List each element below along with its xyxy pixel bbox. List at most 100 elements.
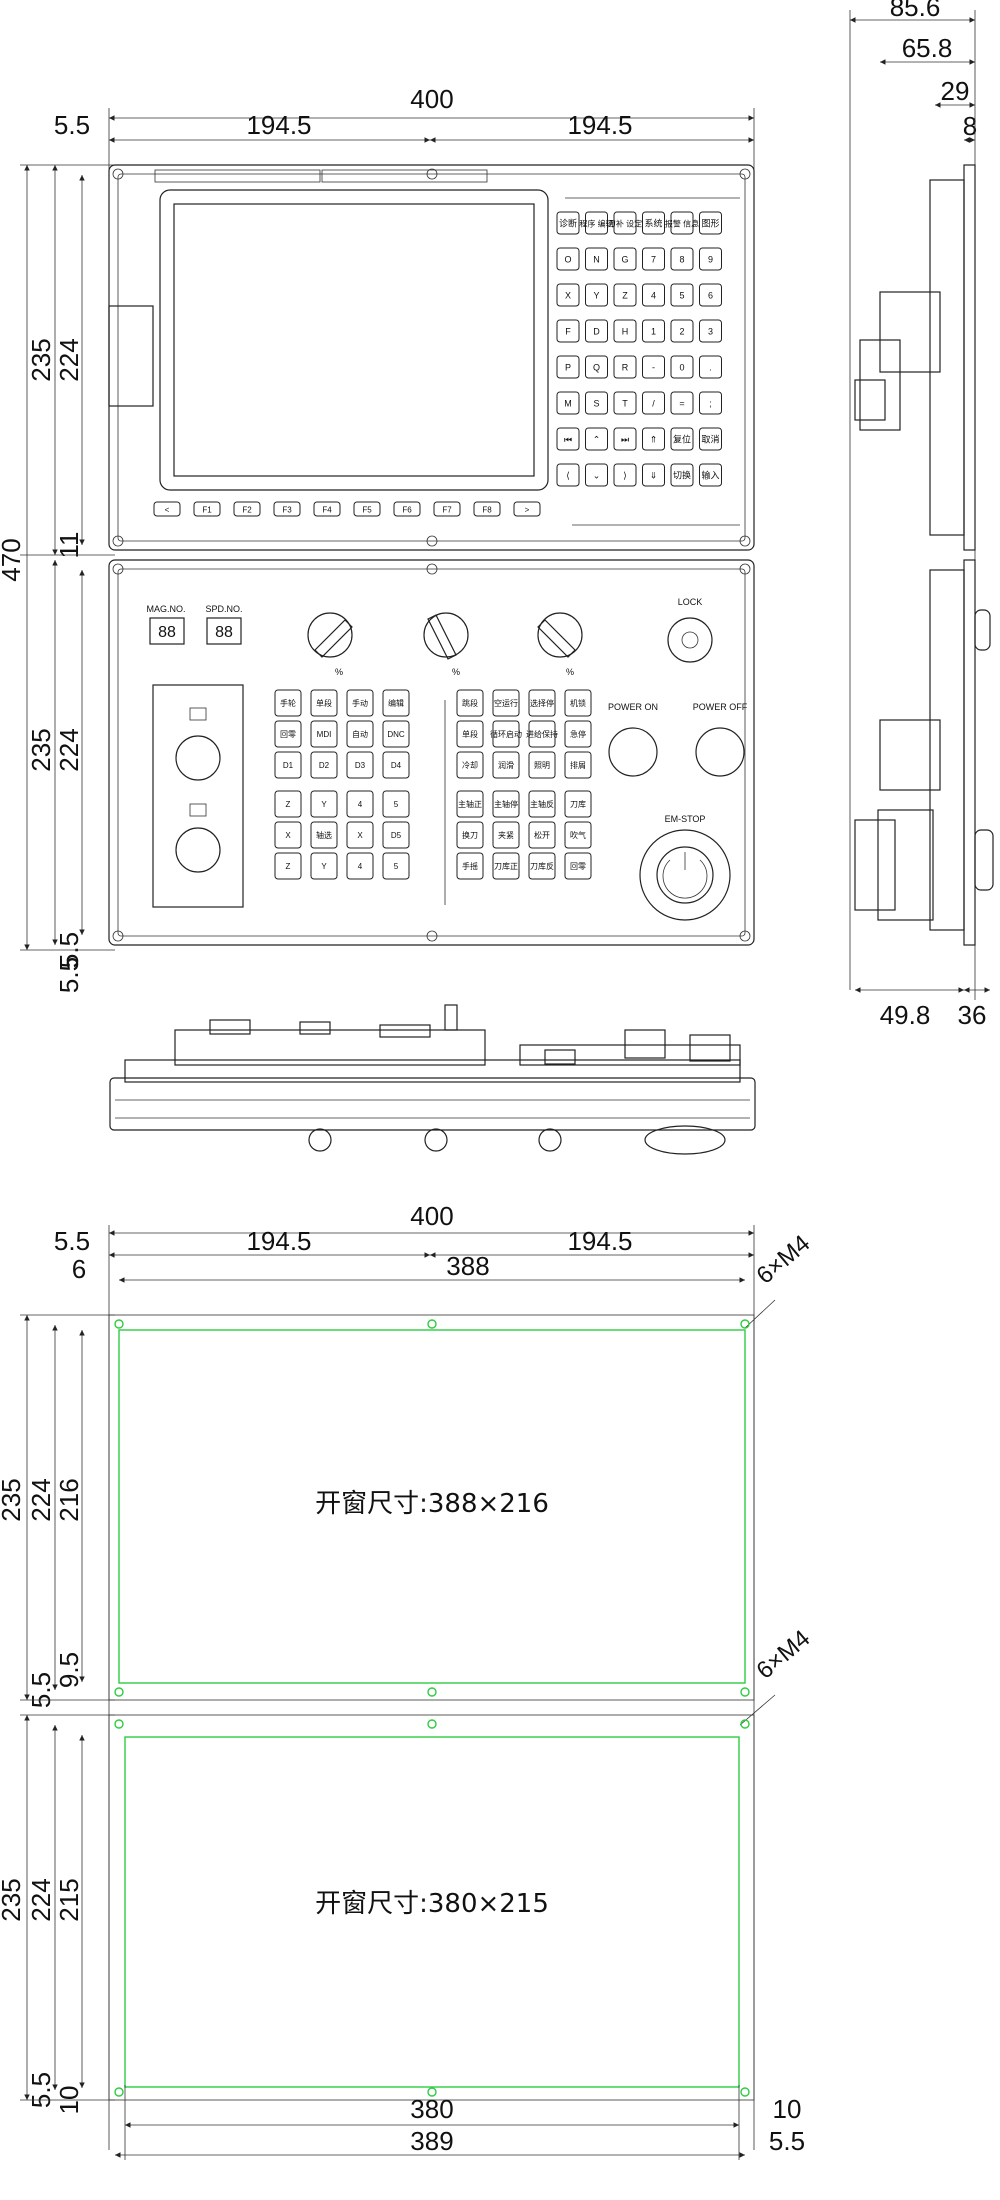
mode-key[interactable]: DNC [382,720,410,748]
keyboard-key[interactable]: 9 [699,247,722,271]
function-key[interactable]: 单段 [456,720,484,748]
function-key[interactable]: 急停 [564,720,592,748]
function-key[interactable]: 进给保持 [526,720,558,748]
function-key[interactable]: 照明 [528,751,556,779]
mode-key[interactable]: Z [274,852,302,880]
mode-key[interactable]: 单段 [310,689,338,717]
mode-key[interactable]: 5 [382,852,410,880]
mode-key[interactable]: Z [274,790,302,818]
keyboard-key[interactable]: 刀补 设定 [608,211,642,235]
keyboard-key[interactable]: 诊断 [556,211,580,235]
keyboard-key[interactable]: 系统 [642,211,665,235]
mode-key[interactable]: 轴选 [310,821,338,849]
function-key[interactable]: 吹气 [564,821,592,849]
softkey-7[interactable]: F7 [433,501,461,517]
keyboard-key[interactable]: ⇓ [642,463,665,487]
mode-key[interactable]: Y [310,852,338,880]
mode-key[interactable]: 5 [382,790,410,818]
softkey-0[interactable]: < [153,501,181,517]
mode-key[interactable]: 回零 [274,720,302,748]
keyboard-key[interactable]: ⏮ [556,427,580,451]
keyboard-key[interactable]: Y [585,283,608,307]
mode-key[interactable]: 编辑 [382,689,410,717]
keyboard-key[interactable]: 1 [642,319,665,343]
function-key[interactable]: 换刀 [456,821,484,849]
softkey-6[interactable]: F6 [393,501,421,517]
keyboard-key[interactable]: / [642,391,665,415]
feed-hold-button[interactable] [175,827,221,873]
function-key[interactable]: 夹紧 [492,821,520,849]
keyboard-key[interactable]: Q [585,355,608,379]
keyboard-key[interactable]: R [613,355,637,379]
mode-key[interactable]: 手轮 [274,689,302,717]
mode-key[interactable]: D3 [346,751,374,779]
mode-key[interactable]: 自动 [346,720,374,748]
rapid-override-knob[interactable]: % [423,612,469,677]
mode-key[interactable]: X [346,821,374,849]
emergency-stop-button[interactable] [639,829,731,921]
keyboard-key[interactable]: N [585,247,608,271]
keyboard-key[interactable]: 报警 信息 [665,211,699,235]
cycle-start-button[interactable] [175,735,221,781]
keyboard-key[interactable]: G [613,247,637,271]
softkey-1[interactable]: F1 [193,501,221,517]
keyboard-key[interactable]: 输入 [699,463,722,487]
mode-key[interactable]: D5 [382,821,410,849]
keyboard-key[interactable]: ⏭ [613,427,637,451]
function-key[interactable]: 机锁 [564,689,592,717]
keyboard-key[interactable]: ⟩ [613,463,637,487]
keyboard-key[interactable]: ⇑ [642,427,665,451]
keyboard-key[interactable]: 复位 [670,427,694,451]
keyboard-key[interactable]: = [670,391,694,415]
keyboard-key[interactable]: D [585,319,608,343]
spindle-override-knob[interactable]: % [537,612,583,677]
mode-key[interactable]: D4 [382,751,410,779]
keyboard-key[interactable]: 8 [670,247,694,271]
key-lock[interactable] [667,617,713,663]
function-key[interactable]: 刀库反 [528,852,556,880]
softkey-4[interactable]: F4 [313,501,341,517]
softkey-9[interactable]: > [513,501,541,517]
mode-key[interactable]: 4 [346,852,374,880]
keyboard-key[interactable]: ; [699,391,722,415]
keyboard-key[interactable]: ⌃ [585,427,608,451]
keyboard-key[interactable]: S [585,391,608,415]
mode-key[interactable]: D1 [274,751,302,779]
function-key[interactable]: 松开 [528,821,556,849]
function-key[interactable]: 润滑 [492,751,520,779]
function-key[interactable]: 主轴停 [492,790,520,818]
function-key[interactable]: 空运行 [492,689,520,717]
keyboard-key[interactable]: P [556,355,580,379]
function-key[interactable]: 刀库 [564,790,592,818]
function-key[interactable]: 冷却 [456,751,484,779]
softkey-8[interactable]: F8 [473,501,501,517]
function-key[interactable]: 手摇 [456,852,484,880]
function-key[interactable]: 主轴正 [456,790,484,818]
keyboard-key[interactable]: 7 [642,247,665,271]
keyboard-key[interactable]: 6 [699,283,722,307]
feed-override-knob[interactable]: % [307,612,353,677]
keyboard-key[interactable]: ⌄ [585,463,608,487]
keyboard-key[interactable]: 切换 [670,463,694,487]
keyboard-key[interactable]: M [556,391,580,415]
softkey-2[interactable]: F2 [233,501,261,517]
mode-key[interactable]: X [274,821,302,849]
mode-key[interactable]: D2 [310,751,338,779]
keyboard-key[interactable]: 0 [670,355,694,379]
power-on-button[interactable] [608,727,658,777]
function-key[interactable]: 循环启动 [490,720,522,748]
function-key[interactable]: 排屑 [564,751,592,779]
keyboard-key[interactable]: - [642,355,665,379]
mode-key[interactable]: 4 [346,790,374,818]
function-key[interactable]: 跳段 [456,689,484,717]
mode-key[interactable]: Y [310,790,338,818]
keyboard-key[interactable]: ⟨ [556,463,580,487]
function-key[interactable]: 选择停 [528,689,556,717]
softkey-5[interactable]: F5 [353,501,381,517]
keyboard-key[interactable]: 5 [670,283,694,307]
keyboard-key[interactable]: F [556,319,580,343]
keyboard-key[interactable]: . [699,355,722,379]
function-key[interactable]: 回零 [564,852,592,880]
keyboard-key[interactable]: H [613,319,637,343]
mode-key[interactable]: MDI [310,720,338,748]
